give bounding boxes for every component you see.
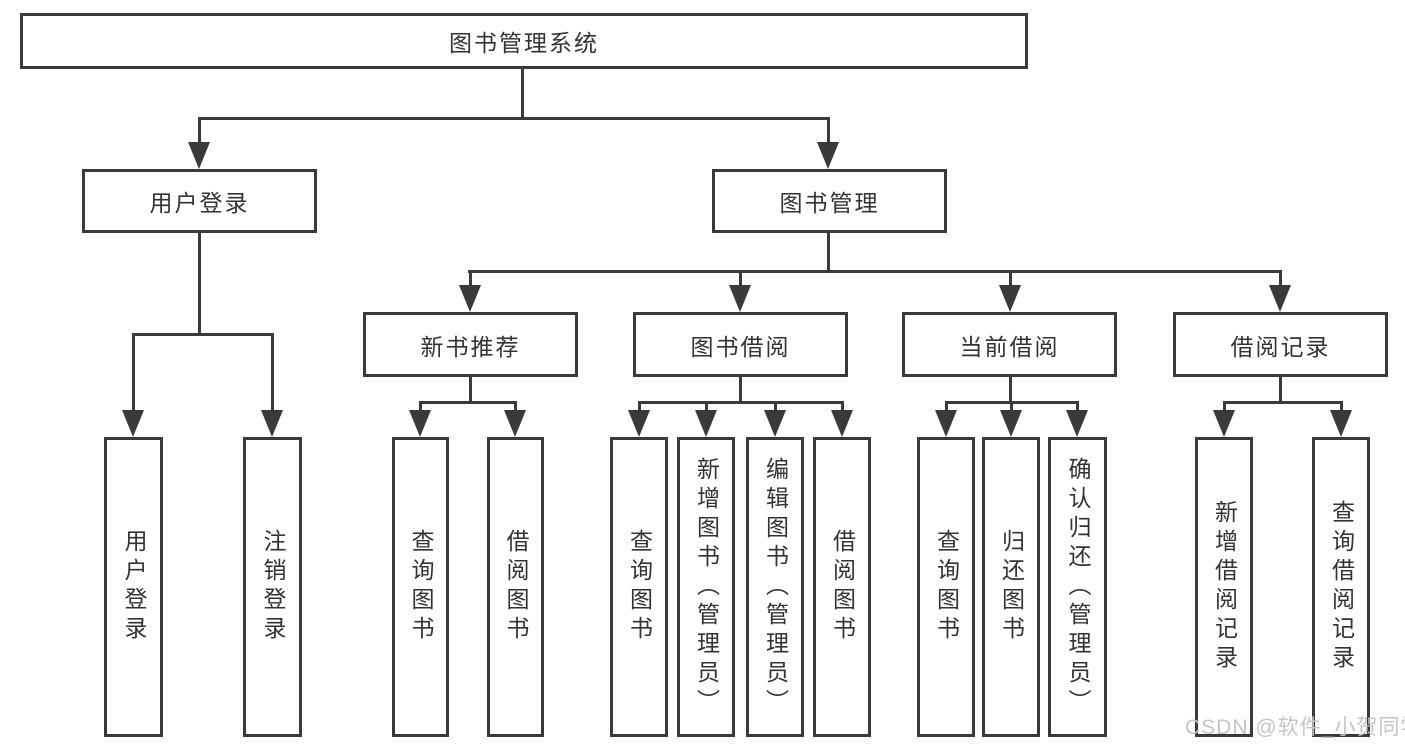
csdn-watermark: CSDN @软件_小贺同学 [1185,716,1405,739]
arrowhead-current-confirm [1066,410,1088,437]
arrowhead-recommend-borrow [504,410,526,437]
leaf-logout-label: 注销登录 [260,529,286,645]
arrowhead-leaf-logout [261,410,283,437]
arrowhead-leaf-user-login [122,410,144,437]
connector-drop-user-login [198,117,201,144]
node-book-borrowing: 图书借阅 [633,312,848,377]
connector-drop-current-confirm [1076,401,1079,413]
connector-drop-leaf-logout [271,333,274,412]
leaf-current-confirm-return-admin-label: 确认归还（管理员） [1065,456,1091,718]
connector-drop-current-query [945,401,948,413]
arrowhead-book-borrowing [729,285,751,312]
connector-drop-new-book-recommend [469,270,472,287]
connector-drop-current-borrowing [1009,270,1012,287]
node-user-login: 用户登录 [82,169,317,233]
connector-recommend-stem [469,377,472,404]
leaf-current-return-books-label: 归还图书 [998,529,1025,645]
connector-drop-current-return [1010,401,1013,413]
leaf-records-query-record: 查询借阅记录 [1312,437,1370,737]
arrowhead-borrowing-records [1269,285,1291,312]
arrowhead-new-book-recommend [459,285,481,312]
node-book-borrowing-label: 图书借阅 [690,333,791,360]
connector-recommend-rail [419,401,517,404]
leaf-user-login: 用户登录 [104,437,163,737]
leaf-current-query-books: 查询图书 [917,437,975,737]
connector-borrowing-rail [638,401,844,404]
node-current-borrowing-label: 当前借阅 [959,333,1060,360]
node-borrowing-records: 借阅记录 [1173,312,1388,377]
leaf-records-add-record: 新增借阅记录 [1195,437,1253,737]
connector-drop-borrowing-records [1279,270,1282,287]
leaf-borrowing-borrow-books: 借阅图书 [813,437,871,737]
connector-root-rail [198,117,830,120]
node-library-system-label: 图书管理系统 [449,30,599,56]
connector-book-management-rail [468,270,1282,273]
node-current-borrowing: 当前借阅 [902,312,1117,377]
arrowhead-borrowing-query [628,410,650,437]
leaf-recommend-query-books: 查询图书 [392,437,449,737]
leaf-recommend-query-books-label: 查询图书 [408,529,434,645]
connector-root-stem [521,68,524,119]
arrowhead-recommend-query [409,410,431,437]
arrowhead-current-query [935,410,957,437]
connector-drop-borrowing-borrow [841,401,844,413]
connector-drop-book-borrowing [739,270,742,287]
node-borrowing-records-label: 借阅记录 [1230,333,1331,360]
connector-user-login-rail [132,333,274,336]
leaf-borrowing-borrow-books-label: 借阅图书 [829,529,856,645]
connector-drop-records-add [1223,401,1226,413]
node-library-system: 图书管理系统 [20,13,1028,69]
leaf-borrowing-edit-books-admin-label: 编辑图书（管理员） [762,456,789,718]
connector-drop-leaf-user-login [132,333,135,412]
arrowhead-borrowing-add [695,410,717,437]
node-user-login-label: 用户登录 [149,190,250,216]
arrowhead-book-management [817,142,839,169]
node-book-management: 图书管理 [712,169,947,233]
leaf-current-query-books-label: 查询图书 [933,529,960,645]
connector-drop-borrowing-edit [774,401,777,413]
leaf-user-login-label: 用户登录 [121,529,147,645]
connector-drop-records-query [1340,401,1343,413]
arrowhead-user-login [188,142,210,169]
leaf-logout: 注销登录 [243,437,302,737]
leaf-recommend-borrow-books: 借阅图书 [487,437,544,737]
connector-user-login-stem [198,233,201,336]
node-new-book-recommend-label: 新书推荐 [420,333,521,360]
arrowhead-records-query [1330,410,1352,437]
arrowhead-records-add [1213,410,1235,437]
arrowhead-borrowing-edit [764,410,786,437]
leaf-borrowing-edit-books-admin: 编辑图书（管理员） [746,437,804,737]
connector-records-stem [1279,377,1282,404]
connector-book-management-stem [827,233,830,273]
leaf-borrowing-query-books: 查询图书 [610,437,668,737]
arrowhead-current-borrowing [999,285,1021,312]
leaf-borrowing-query-books-label: 查询图书 [626,529,653,645]
arrowhead-borrowing-borrow [831,410,853,437]
connector-drop-recommend-query [419,401,422,413]
connector-records-rail [1223,401,1343,404]
leaf-borrowing-add-books-admin-label: 新增图书（管理员） [693,456,720,718]
leaf-records-query-record-label: 查询借阅记录 [1328,500,1355,674]
connector-current-stem [1009,377,1012,404]
leaf-current-return-books: 归还图书 [982,437,1040,737]
connector-borrowing-stem [739,377,742,404]
leaf-borrowing-add-books-admin: 新增图书（管理员） [677,437,735,737]
leaf-records-add-record-label: 新增借阅记录 [1211,500,1238,674]
node-book-management-label: 图书管理 [779,190,880,216]
leaf-recommend-borrow-books-label: 借阅图书 [503,529,529,645]
connector-drop-book-management [827,117,830,144]
leaf-current-confirm-return-admin: 确认归还（管理员） [1048,437,1107,737]
arrowhead-current-return [1000,410,1022,437]
connector-drop-borrowing-add [705,401,708,413]
node-new-book-recommend: 新书推荐 [363,312,578,377]
connector-drop-borrowing-query [638,401,641,413]
connector-drop-recommend-borrow [514,401,517,413]
